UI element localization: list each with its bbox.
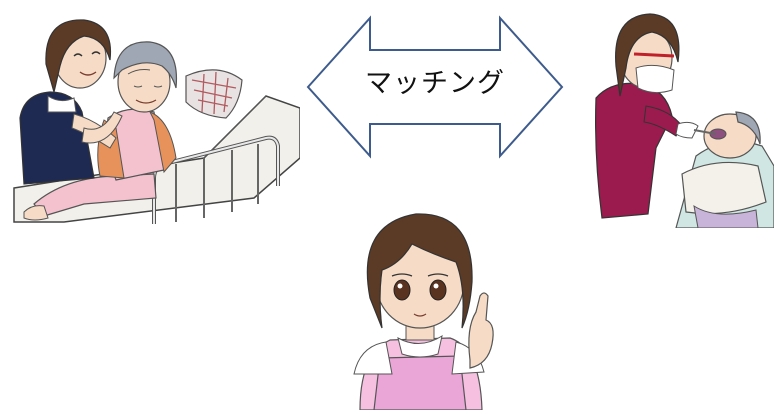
dentist-scene [586, 6, 775, 229]
guide-scene [320, 178, 526, 411]
dentist-treating-patient-illustration [595, 13, 775, 229]
double-arrow-icon [306, 15, 564, 159]
caregiver-scene [4, 8, 301, 228]
matching-arrow: マッチング [304, 14, 566, 160]
nurse-guide-pointing-illustration [353, 213, 494, 411]
caregiver-with-elderly-patient-illustration [13, 19, 301, 224]
matching-label: マッチング [365, 68, 505, 99]
